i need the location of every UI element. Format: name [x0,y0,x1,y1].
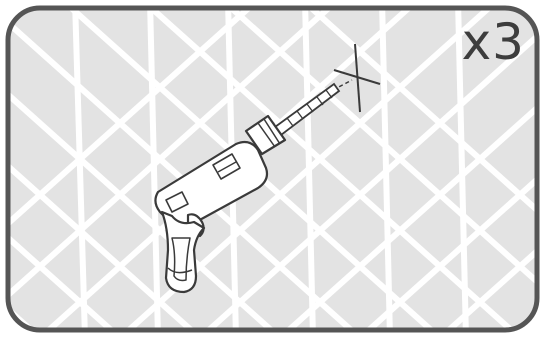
quantity-label: x3 [462,17,525,67]
